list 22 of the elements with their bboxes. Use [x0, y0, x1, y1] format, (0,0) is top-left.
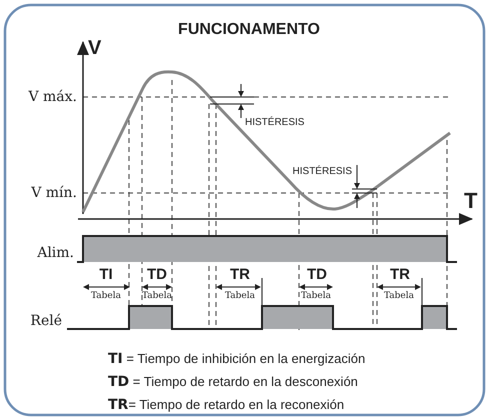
interval-note: Tabela: [142, 292, 172, 301]
signal-label: Alim.: [37, 246, 74, 260]
hysteresis-label: HISTÉRESIS: [245, 118, 304, 128]
abbreviation-note: TD = Tiempo de retardo en la desconexión: [108, 375, 358, 389]
signal-label: Relé: [30, 314, 62, 328]
interval-label: TD: [147, 267, 167, 282]
axis-label: V: [88, 38, 102, 58]
level-label: V mín.: [31, 186, 77, 200]
abbreviation-note: TI = Tiempo de inhibición en la energización: [108, 352, 366, 366]
interval-label: TD: [307, 267, 327, 282]
interval-label: TI: [99, 267, 113, 282]
hysteresis-label: HISTÉRESIS: [292, 167, 352, 177]
interval-note: Tabela: [301, 292, 331, 301]
level-label: V máx.: [28, 90, 77, 104]
interval-label: TR: [230, 267, 250, 282]
interval-note: Tabela: [225, 292, 255, 301]
diagram-title: FUNCIONAMENTO: [178, 22, 320, 38]
interval-note: Tabela: [384, 292, 414, 301]
abbreviation-note: TR= Tiempo de retardo en la reconexión: [108, 398, 344, 412]
interval-note: Tabela: [91, 292, 121, 301]
axis-label: T: [464, 190, 478, 212]
interval-label: TR: [390, 267, 410, 282]
